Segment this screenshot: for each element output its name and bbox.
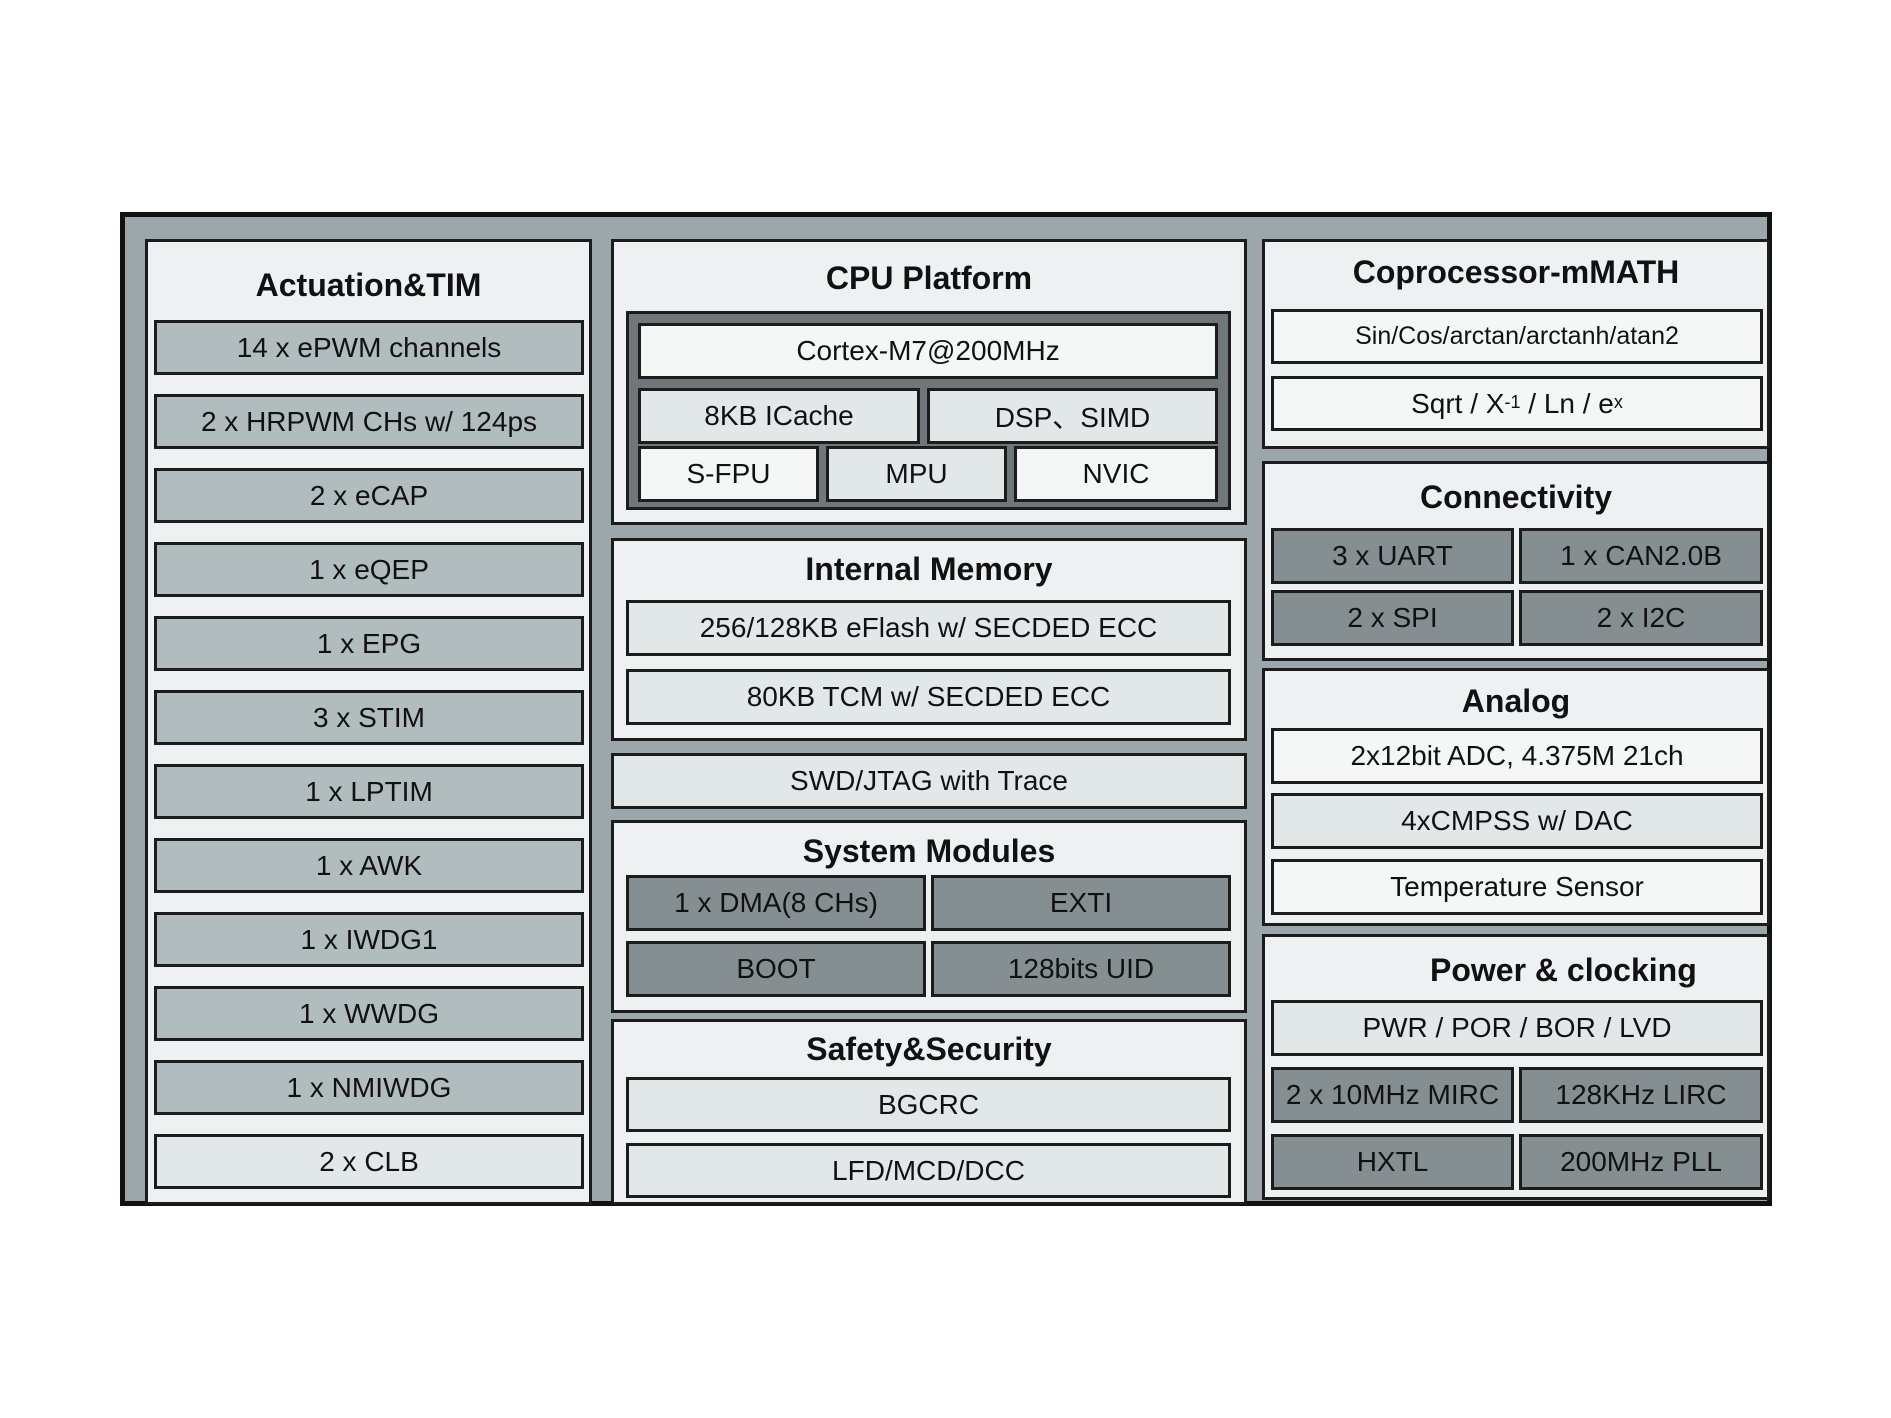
adc-box: 2x12bit ADC, 4.375M 21ch: [1271, 728, 1763, 784]
eqep-box: 1 x eQEP: [154, 542, 584, 597]
lptim-box: 1 x LPTIM: [154, 764, 584, 819]
actuation-panel: Actuation&TIM 14 x ePWM channels 2 x HRP…: [145, 239, 592, 1205]
nmiwdg-box: 1 x NMIWDG: [154, 1060, 584, 1115]
coprocessor-title: Coprocessor-mMATH: [1352, 254, 1680, 290]
tcm-box: 80KB TCM w/ SECDED ECC: [626, 669, 1231, 725]
cortex-m7-box: Cortex-M7@200MHz: [638, 323, 1218, 379]
ecap-box: 2 x eCAP: [154, 468, 584, 523]
system-modules-panel: System Modules 1 x DMA(8 CHs) EXTI BOOT …: [611, 820, 1247, 1013]
dsp-simd-box: DSP、SIMD: [927, 388, 1218, 444]
clb-box: 2 x CLB: [154, 1134, 584, 1189]
nvic-box: NVIC: [1014, 446, 1218, 502]
boot-box: BOOT: [626, 941, 926, 997]
cmpss-box: 4xCMPSS w/ DAC: [1271, 793, 1763, 849]
mirc-box: 2 x 10MHz MIRC: [1271, 1067, 1514, 1123]
power-clocking-panel: Power & clocking PWR / POR / BOR / LVD 2…: [1262, 934, 1770, 1200]
sfpu-box: S-FPU: [638, 446, 819, 502]
lirc-box: 128KHz LIRC: [1519, 1067, 1763, 1123]
can-box: 1 x CAN2.0B: [1519, 528, 1763, 584]
stim-box: 3 x STIM: [154, 690, 584, 745]
pwr-por-bor-lvd-box: PWR / POR / BOR / LVD: [1271, 1000, 1763, 1056]
lfd-mcd-dcc-box: LFD/MCD/DCC: [626, 1143, 1231, 1198]
hxtl-box: HXTL: [1271, 1134, 1514, 1190]
hrpwm-box: 2 x HRPWM CHs w/ 124ps: [154, 394, 584, 449]
cpu-platform-panel: CPU Platform Cortex-M7@200MHz 8KB ICache…: [611, 239, 1247, 525]
analog-panel: Analog 2x12bit ADC, 4.375M 21ch 4xCMPSS …: [1262, 668, 1770, 926]
cpu-platform-title: CPU Platform: [825, 260, 1033, 296]
pll-box: 200MHz PLL: [1519, 1134, 1763, 1190]
math-text-a: Sqrt / X: [1411, 387, 1505, 419]
bgcrc-box: BGCRC: [626, 1077, 1231, 1132]
awk-box: 1 x AWK: [154, 838, 584, 893]
temperature-sensor-box: Temperature Sensor: [1271, 859, 1763, 915]
epwm-box: 14 x ePWM channels: [154, 320, 584, 375]
system-modules-title: System Modules: [802, 833, 1056, 869]
trig-functions-box: Sin/Cos/arctan/arctanh/atan2: [1271, 309, 1763, 364]
actuation-title: Actuation&TIM: [255, 267, 482, 303]
mcu-block-diagram: Actuation&TIM 14 x ePWM channels 2 x HRP…: [120, 212, 1772, 1206]
epg-box: 1 x EPG: [154, 616, 584, 671]
coprocessor-panel: Coprocessor-mMATH Sin/Cos/arctan/arctanh…: [1262, 239, 1770, 449]
iwdg1-box: 1 x IWDG1: [154, 912, 584, 967]
connectivity-title: Connectivity: [1419, 479, 1613, 515]
uid-box: 128bits UID: [931, 941, 1231, 997]
swd-jtag-box: SWD/JTAG with Trace: [611, 753, 1247, 809]
safety-security-title: Safety&Security: [806, 1031, 1052, 1067]
connectivity-panel: Connectivity 3 x UART 1 x CAN2.0B 2 x SP…: [1262, 461, 1770, 661]
internal-memory-panel: Internal Memory 256/128KB eFlash w/ SECD…: [611, 538, 1247, 741]
mpu-box: MPU: [826, 446, 1007, 502]
analog-title: Analog: [1461, 683, 1571, 719]
icache-box: 8KB ICache: [638, 388, 920, 444]
internal-memory-title: Internal Memory: [805, 551, 1053, 587]
uart-box: 3 x UART: [1271, 528, 1514, 584]
i2c-box: 2 x I2C: [1519, 590, 1763, 646]
eflash-box: 256/128KB eFlash w/ SECDED ECC: [626, 600, 1231, 656]
safety-security-panel: Safety&Security BGCRC LFD/MCD/DCC: [611, 1019, 1247, 1205]
math-text-b: / Ln / e: [1520, 387, 1614, 419]
spi-box: 2 x SPI: [1271, 590, 1514, 646]
cpu-core-cluster: Cortex-M7@200MHz 8KB ICache DSP、SIMD S-F…: [626, 311, 1231, 510]
exti-box: EXTI: [931, 875, 1231, 931]
power-clocking-title: Power & clocking: [1430, 952, 1697, 988]
wwdg-box: 1 x WWDG: [154, 986, 584, 1041]
dma-box: 1 x DMA(8 CHs): [626, 875, 926, 931]
